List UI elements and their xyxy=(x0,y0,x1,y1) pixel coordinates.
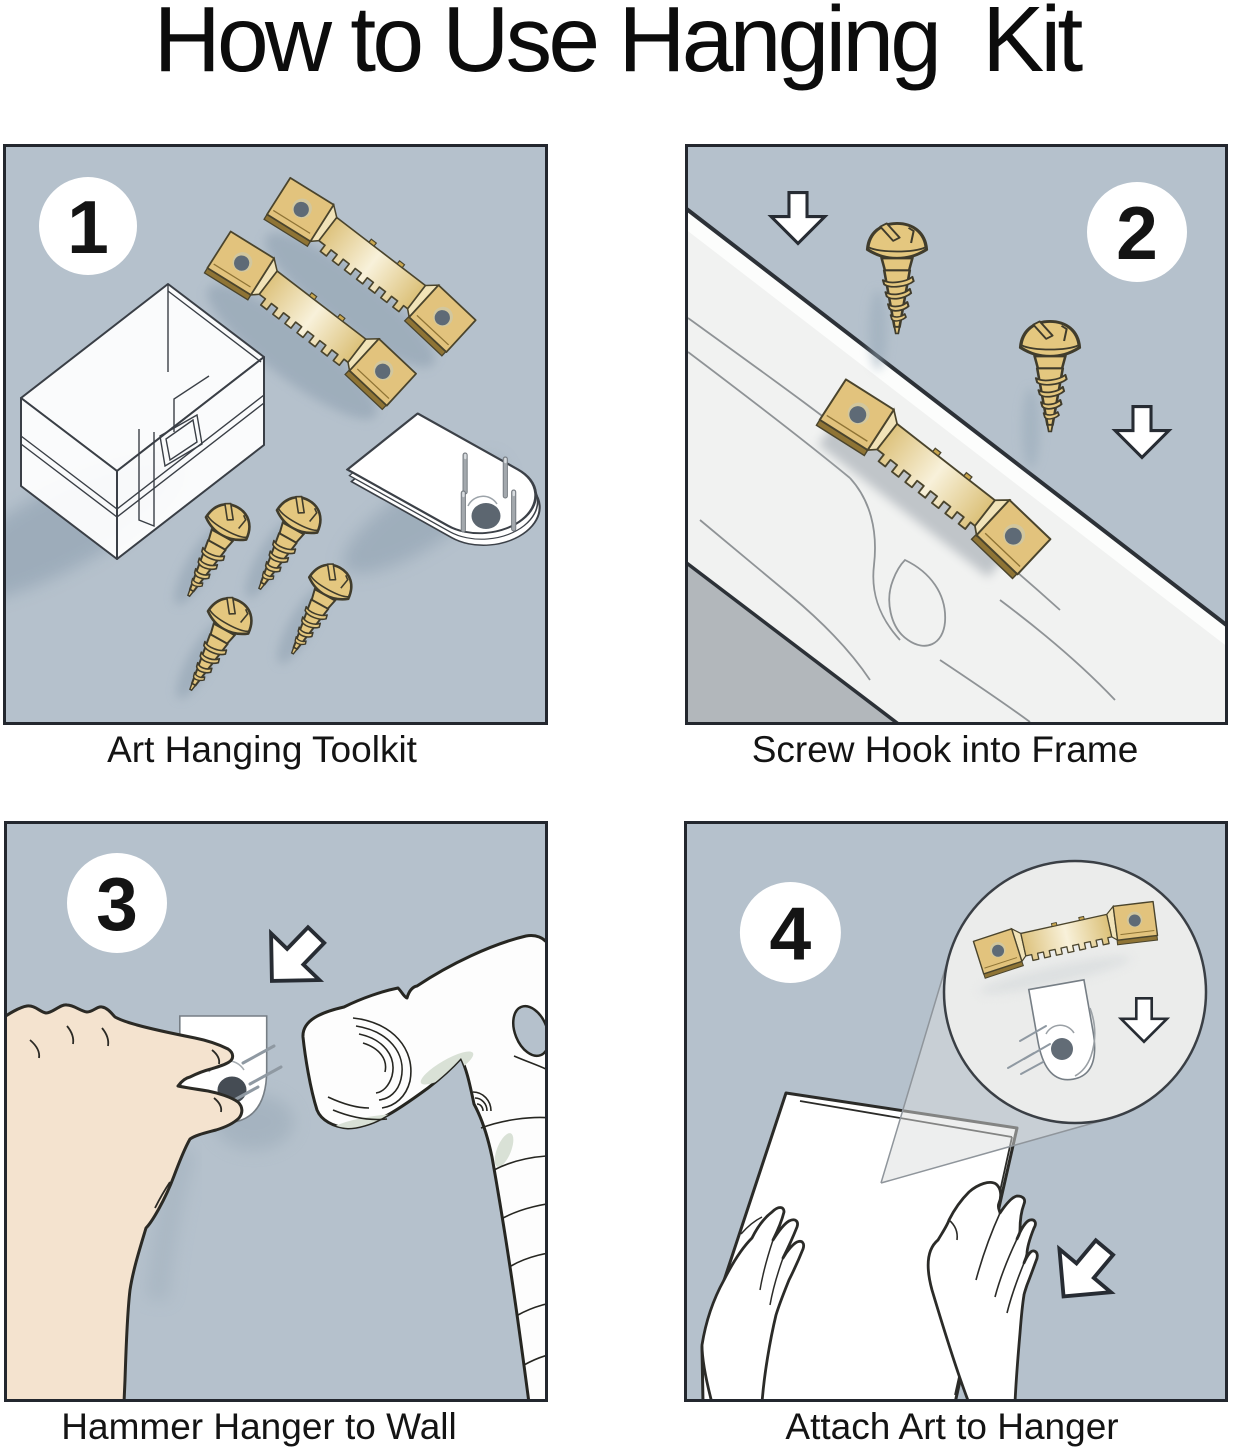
svg-text:2: 2 xyxy=(1116,191,1158,275)
svg-text:3: 3 xyxy=(96,862,138,946)
svg-text:1: 1 xyxy=(67,185,109,269)
svg-text:4: 4 xyxy=(770,892,812,976)
